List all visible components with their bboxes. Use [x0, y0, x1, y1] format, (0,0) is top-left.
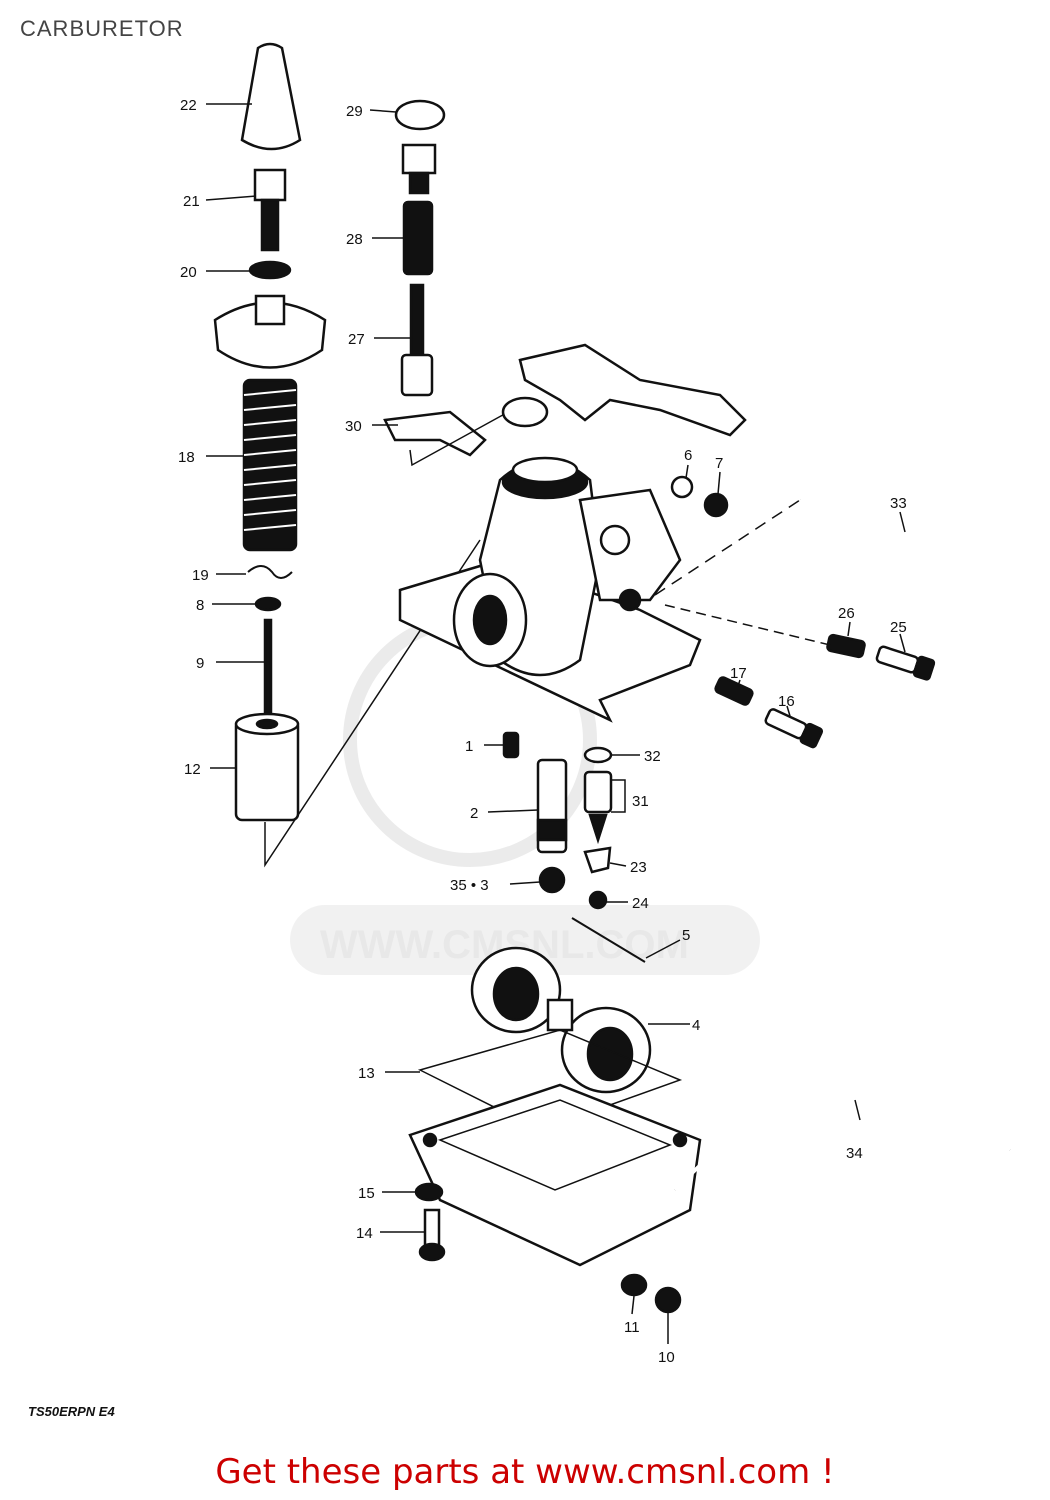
part-29-cap — [394, 99, 446, 131]
callout-30: 30 — [345, 418, 362, 435]
callout-9: 9 — [196, 655, 204, 672]
part-9-needle — [263, 618, 273, 722]
part-12-throttle-valve — [234, 712, 300, 822]
callout-6: 6 — [684, 447, 692, 464]
callout-labels: 22 21 20 18 19 8 9 12 29 28 27 30 6 7 33… — [178, 97, 907, 1366]
part-21-adjuster — [253, 168, 287, 252]
lever-ring — [501, 396, 549, 428]
callout-34: 34 — [846, 1145, 863, 1162]
callout-24: 24 — [632, 895, 649, 912]
assembly-line-30 — [409, 399, 531, 467]
callout-1: 1 — [465, 738, 473, 755]
callout-5: 5 — [682, 927, 690, 944]
part-22-cap — [240, 42, 302, 151]
carburetor-body — [398, 456, 702, 723]
callout-20: 20 — [180, 264, 197, 281]
part-27-plunger — [400, 283, 434, 397]
page-title: CARBURETOR — [20, 16, 184, 41]
callout-33: 33 — [890, 495, 907, 512]
callout-23: 23 — [630, 859, 647, 876]
callout-32: 32 — [644, 748, 661, 765]
callout-18: 18 — [178, 449, 195, 466]
callout-27: 27 — [348, 331, 365, 348]
diagram-code: TS50ERPN E4 — [28, 1404, 115, 1419]
callout-12: 12 — [184, 761, 201, 778]
part-20-nut — [248, 260, 292, 280]
callout-31: 31 — [632, 793, 649, 810]
part-14-screw — [418, 1208, 446, 1262]
callout-35-3: 35 • 3 — [450, 877, 489, 894]
callout-28: 28 — [346, 231, 363, 248]
callout-16: 16 — [778, 693, 795, 710]
assembly-line-25 — [664, 604, 831, 646]
part-10-plug — [654, 1286, 682, 1314]
part-25-screw — [875, 645, 936, 681]
part-5-float-pin — [571, 917, 646, 963]
part-30-bracket — [383, 410, 487, 457]
callout-4: 4 — [692, 1017, 700, 1034]
part-8-washer — [254, 596, 282, 612]
part-24-screw — [588, 890, 608, 910]
mixing-chamber-top — [213, 294, 327, 369]
assembly-line-33 — [654, 499, 801, 596]
callout-26: 26 — [838, 605, 855, 622]
part-32-washer — [583, 746, 613, 764]
part-3-main-jet — [538, 866, 566, 894]
watermark: WWW.CMSNL.COM — [290, 613, 760, 975]
callout-22: 22 — [180, 97, 197, 114]
callout-17: 17 — [730, 665, 747, 682]
part-6-o-ring — [670, 475, 694, 499]
part-31-needle-valve — [583, 770, 613, 845]
callout-25: 25 — [890, 619, 907, 636]
part-28-spring — [402, 200, 434, 276]
part-16-screw — [764, 708, 824, 749]
callout-21: 21 — [183, 193, 200, 210]
part-19-clip — [247, 565, 293, 579]
callout-29: 29 — [346, 103, 363, 120]
part-34-tube — [674, 1088, 1011, 1191]
assembly-line-left — [264, 539, 481, 868]
callout-7: 7 — [715, 455, 723, 472]
part-18-spring — [242, 378, 298, 552]
footer-link[interactable]: Get these parts at www.cmsnl.com ! — [215, 1452, 835, 1492]
throttle-lever — [518, 343, 747, 437]
callout-2: 2 — [470, 805, 478, 822]
part-23-clip — [583, 846, 612, 874]
starter-nut — [401, 143, 437, 195]
callout-11: 11 — [624, 1319, 640, 1336]
callout-8: 8 — [196, 597, 204, 614]
callout-15: 15 — [358, 1185, 375, 1202]
part-11-gasket — [620, 1273, 648, 1297]
part-1-jet — [502, 731, 520, 759]
part-17-spring — [714, 676, 754, 706]
part-26-spring — [826, 633, 866, 659]
part-33-tube-inner — [799, 498, 979, 911]
part-34-tube-inner — [673, 1087, 1012, 1192]
callout-13: 13 — [358, 1065, 375, 1082]
float-bowl — [408, 1083, 702, 1267]
callout-10: 10 — [658, 1349, 675, 1366]
callout-19: 19 — [192, 567, 209, 584]
callout-14: 14 — [356, 1225, 373, 1242]
part-4-float — [470, 946, 652, 1094]
part-33-tube — [799, 499, 978, 911]
part-7-screw — [703, 492, 729, 518]
part-15-washer — [414, 1182, 444, 1202]
part-2-needle-jet — [536, 758, 568, 854]
leader-lines — [205, 103, 906, 1344]
